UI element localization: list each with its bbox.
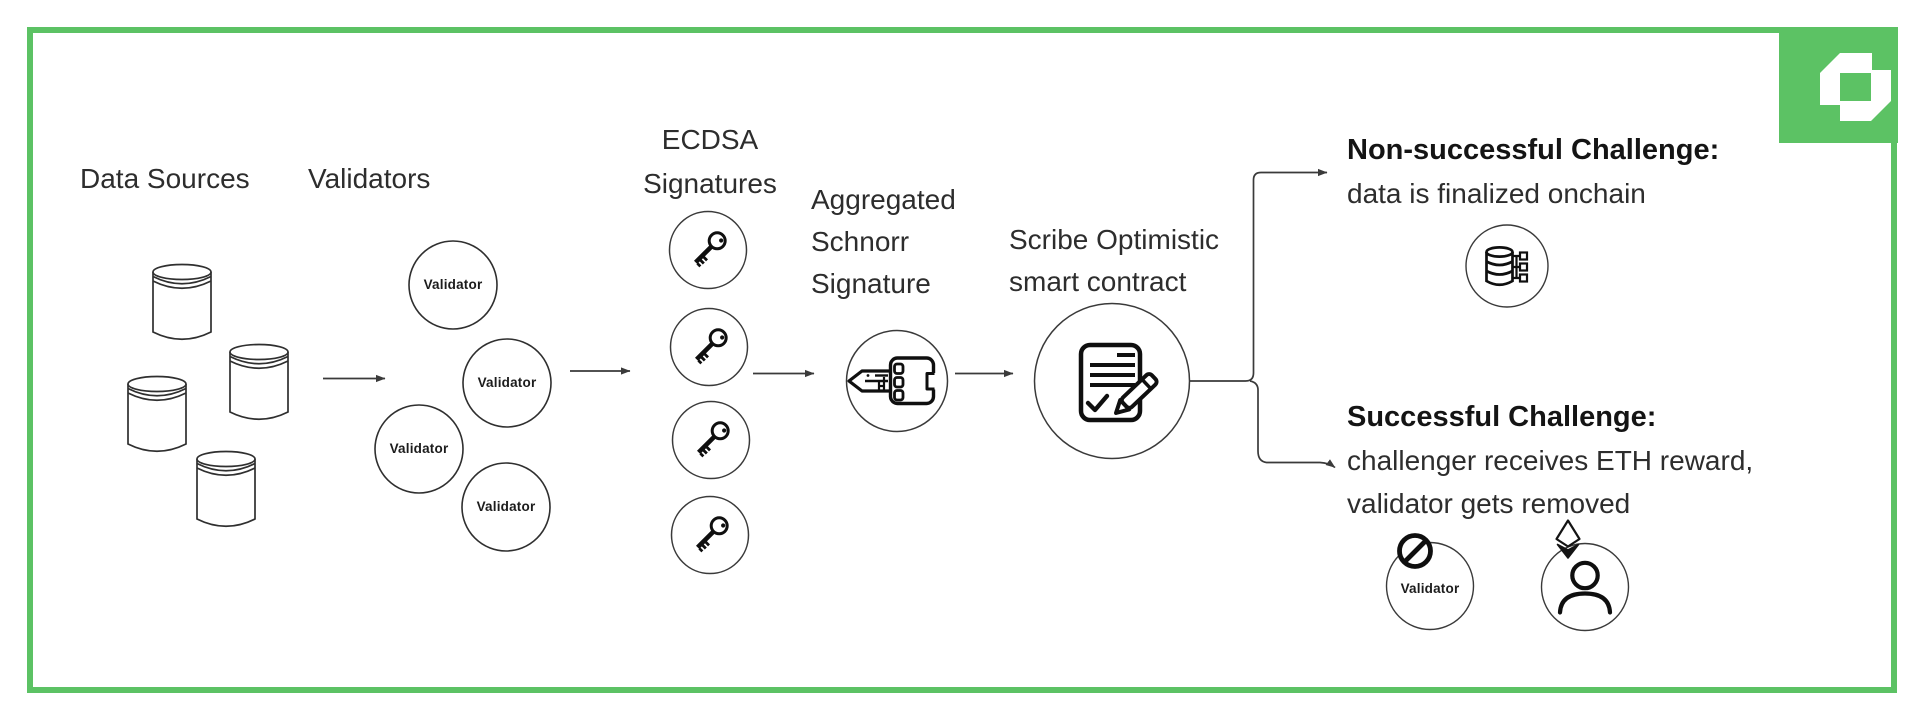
database-cylinder-icon	[196, 450, 256, 528]
non-successful-outcome: Non-successful Challenge: data is finali…	[1347, 129, 1719, 215]
validator-node-label: Validator	[477, 375, 537, 390]
ban-icon	[1397, 533, 1433, 569]
signed-document-icon	[1033, 302, 1191, 460]
label-line: Aggregated	[811, 184, 956, 215]
validator-node-label: Validator	[476, 499, 536, 514]
key-icon	[671, 309, 748, 386]
banned-validator-node	[1385, 533, 1475, 631]
ecdsa-signatures-label: ECDSA Signatures	[624, 118, 796, 206]
label-line: ECDSA	[661, 124, 759, 155]
successful-title: Successful Challenge:	[1347, 401, 1657, 433]
validator-node-label: Validator	[389, 441, 449, 456]
non-successful-title: Non-successful Challenge:	[1347, 134, 1720, 166]
successful-description-line: validator gets removed	[1347, 488, 1631, 519]
label-line: smart contract	[1009, 266, 1187, 297]
aggregated-schnorr-label: Aggregated Schnorr Signature	[811, 179, 956, 305]
data-sources-cluster	[127, 263, 289, 528]
key-icon	[672, 497, 749, 574]
flow-arrows	[323, 367, 1014, 383]
validator-node-label: Validator	[423, 277, 483, 292]
ethereum-icon	[1555, 519, 1581, 559]
database-cylinder-icon	[127, 375, 187, 453]
ecdsa-keys-column	[670, 212, 750, 574]
successful-outcome: Successful Challenge: challenger receive…	[1347, 396, 1753, 525]
key-icon	[673, 402, 750, 479]
successful-description-line: challenger receives ETH reward,	[1347, 445, 1754, 476]
branch-down-arrow	[1249, 380, 1336, 469]
chronicle-logo	[1779, 27, 1898, 143]
database-network-icon	[1465, 224, 1549, 308]
green-frame	[27, 27, 1897, 693]
validators-label: Validators	[308, 163, 431, 194]
scribe-contract-label: Scribe Optimistic smart contract	[1009, 219, 1219, 303]
database-cylinder-icon	[152, 263, 212, 341]
key-fob-icon	[845, 329, 949, 433]
label-line: Signatures	[643, 168, 777, 199]
branch-up-arrow	[1190, 168, 1328, 382]
banned-validator-label: Validator	[1400, 581, 1460, 596]
database-cylinder-icon	[229, 343, 289, 421]
label-line: Schnorr	[811, 226, 910, 257]
challenger-node	[1540, 519, 1630, 632]
key-icon	[670, 212, 747, 289]
non-successful-description: data is finalized onchain	[1347, 178, 1646, 209]
label-line: Signature	[811, 268, 931, 299]
data-sources-label: Data Sources	[80, 163, 250, 194]
person-icon	[1557, 560, 1613, 615]
label-line: Scribe Optimistic	[1009, 224, 1220, 255]
branch-connector	[1190, 168, 1336, 469]
